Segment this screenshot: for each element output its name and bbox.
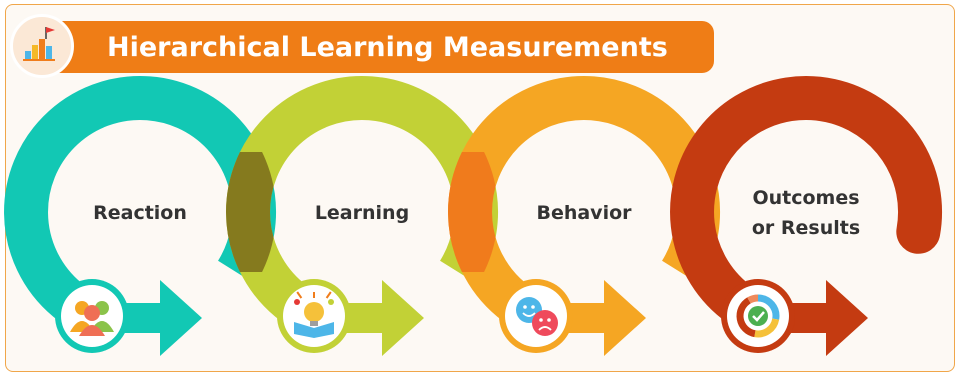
stage-label-1: Reaction: [93, 202, 187, 224]
stage-arrow-2: [302, 280, 424, 356]
title-banner: [40, 21, 714, 73]
stage-arrow-4: [746, 280, 868, 356]
stage-overlap-3: [448, 152, 498, 272]
bar-chart-flag-icon: [10, 14, 74, 78]
page-title: Hierarchical Learning Measurements: [107, 32, 668, 63]
lightbulb-book-icon: [277, 279, 351, 353]
stage-arrow-3: [524, 280, 646, 356]
people-group-icon: [55, 279, 129, 353]
stage-loop-4: [670, 76, 943, 343]
stage-arrow-1: [80, 280, 202, 356]
donut-chart-check-icon: [721, 279, 795, 353]
stage-label-4: or Results: [752, 217, 860, 239]
stage-label-3: Behavior: [536, 202, 632, 224]
stage-label-2: Learning: [315, 202, 409, 224]
stage-overlap-2: [226, 152, 276, 272]
happy-sad-faces-icon: [499, 279, 573, 353]
stage-label-4: Outcomes: [752, 187, 859, 209]
